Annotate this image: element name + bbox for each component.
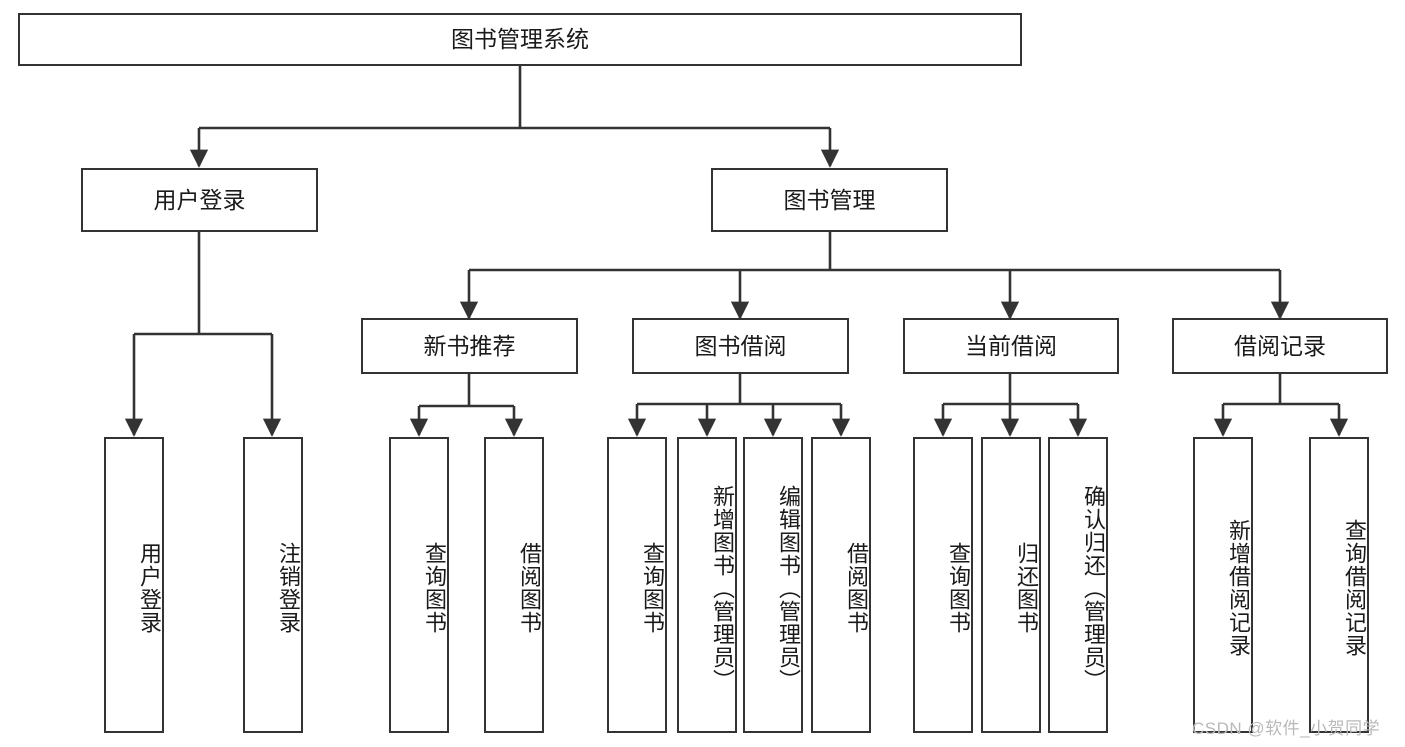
- leaf-borrow-add-book-admin[interactable]: 新增图书（管理员）: [677, 437, 737, 733]
- node-label: 借阅图书: [844, 542, 869, 634]
- node-borrow-record[interactable]: 借阅记录: [1172, 318, 1388, 374]
- leaf-record-query-record[interactable]: 查询借阅记录: [1309, 437, 1369, 733]
- csdn-watermark: CSDN @软件_小贺同学: [1192, 719, 1381, 738]
- node-book-borrow[interactable]: 图书借阅: [632, 318, 849, 374]
- leaf-recommend-query-book[interactable]: 查询图书: [389, 437, 449, 733]
- leaf-recommend-borrow-book[interactable]: 借阅图书: [484, 437, 544, 733]
- node-label: 查询图书: [640, 542, 665, 634]
- node-label: 当前借阅: [965, 332, 1057, 359]
- node-label: 确认归还（管理员）: [1081, 484, 1106, 692]
- node-label: 图书管理系统: [451, 26, 589, 53]
- leaf-user-login-login[interactable]: 用户登录: [104, 437, 164, 733]
- leaf-borrow-borrow-book[interactable]: 借阅图书: [811, 437, 871, 733]
- leaf-current-query-book[interactable]: 查询图书: [913, 437, 973, 733]
- node-label: 查询图书: [946, 542, 971, 634]
- node-user-login[interactable]: 用户登录: [81, 168, 318, 232]
- node-label: 查询图书: [422, 542, 447, 634]
- leaf-current-confirm-return-admin[interactable]: 确认归还（管理员）: [1048, 437, 1108, 733]
- node-current-borrow[interactable]: 当前借阅: [903, 318, 1119, 374]
- leaf-current-return-book[interactable]: 归还图书: [981, 437, 1041, 733]
- node-label: 新增图书（管理员）: [710, 484, 735, 692]
- node-label: 借阅图书: [517, 542, 542, 634]
- leaf-user-login-logout[interactable]: 注销登录: [243, 437, 303, 733]
- node-new-book-recommend[interactable]: 新书推荐: [361, 318, 578, 374]
- node-label: 归还图书: [1014, 542, 1039, 634]
- leaf-record-add-record[interactable]: 新增借阅记录: [1193, 437, 1253, 733]
- node-label: 用户登录: [137, 542, 162, 634]
- node-label: 查询借阅记录: [1342, 519, 1367, 657]
- node-root-system[interactable]: 图书管理系统: [18, 13, 1022, 66]
- node-book-management[interactable]: 图书管理: [711, 168, 948, 232]
- node-label: 图书管理: [783, 186, 876, 213]
- leaf-borrow-query-book[interactable]: 查询图书: [607, 437, 667, 733]
- leaf-borrow-edit-book-admin[interactable]: 编辑图书（管理员）: [743, 437, 803, 733]
- node-label: 用户登录: [153, 186, 246, 213]
- node-label: 编辑图书（管理员）: [776, 484, 801, 692]
- node-label: 借阅记录: [1234, 332, 1326, 359]
- node-label: 图书借阅: [694, 332, 787, 359]
- node-label: 新书推荐: [423, 332, 516, 359]
- node-label: 注销登录: [276, 542, 301, 634]
- node-label: 新增借阅记录: [1226, 519, 1251, 657]
